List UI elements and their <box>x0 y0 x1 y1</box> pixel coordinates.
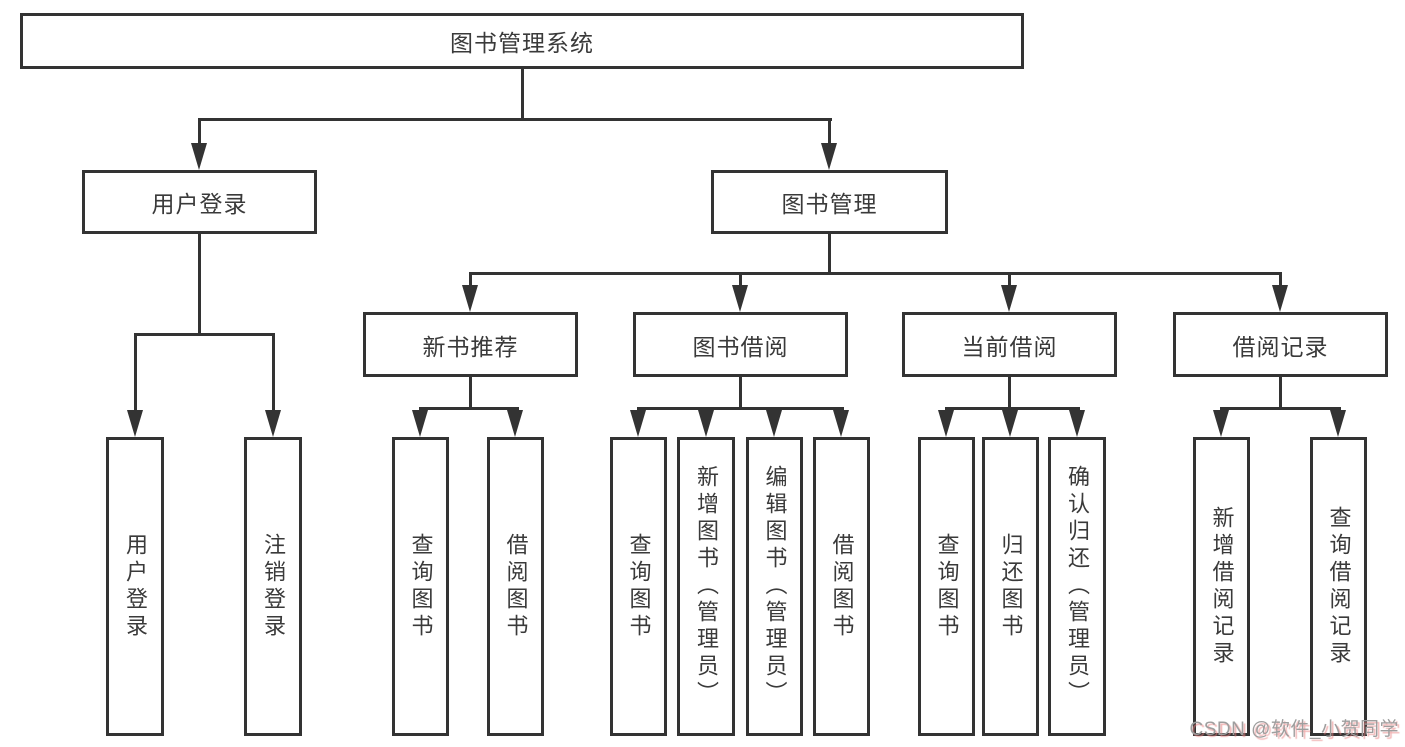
arrowhead-icon <box>1001 285 1017 312</box>
leaf-label: 用户登录 <box>123 532 148 641</box>
leaf-query-borrowing-record: 查询借阅记录 <box>1310 437 1367 736</box>
node-current-borrowing: 当前借阅 <box>902 312 1117 377</box>
leaf-label: 注销登录 <box>261 532 286 641</box>
arrowhead-icon <box>507 410 523 437</box>
leaf-user-login: 用户登录 <box>106 437 164 736</box>
arrowhead-icon <box>766 410 782 437</box>
leaf-label: 确认归还（管理员） <box>1065 465 1090 708</box>
leaf-label: 新增借阅记录 <box>1209 505 1235 668</box>
leaf-edit-books-admin: 编辑图书（管理员） <box>746 437 803 736</box>
node-root-library-management-system: 图书管理系统 <box>20 13 1024 69</box>
leaf-query-books-borrowing: 查询图书 <box>610 437 667 736</box>
leaf-borrow-books: 借阅图书 <box>813 437 870 736</box>
connector-line <box>134 333 275 336</box>
connector-line <box>1220 407 1341 410</box>
connector-line <box>1279 272 1282 288</box>
leaf-label: 编辑图书（管理员） <box>762 465 788 708</box>
arrowhead-icon <box>412 410 428 437</box>
arrowhead-icon <box>1002 410 1018 437</box>
arrowhead-icon <box>698 410 714 437</box>
node-new-book-recommendation: 新书推荐 <box>363 312 578 377</box>
arrowhead-icon <box>833 410 849 437</box>
node-user-login: 用户登录 <box>82 170 317 234</box>
node-book-borrowing: 图书借阅 <box>633 312 848 377</box>
leaf-logout: 注销登录 <box>244 437 302 736</box>
connector-line <box>469 272 1282 275</box>
connector-line <box>945 407 1080 410</box>
connector-line <box>828 234 831 275</box>
connector-line <box>828 118 831 146</box>
leaf-label: 归还图书 <box>998 532 1024 641</box>
connector-line <box>739 377 742 408</box>
leaf-label: 新增图书（管理员） <box>694 465 719 708</box>
connector-line <box>198 118 201 146</box>
connector-line <box>521 69 524 118</box>
arrowhead-icon <box>938 410 954 437</box>
leaf-return-books: 归还图书 <box>982 437 1039 736</box>
connector-line <box>272 333 275 412</box>
leaf-label: 查询图书 <box>408 532 434 641</box>
arrowhead-icon <box>1213 410 1229 437</box>
node-book-management: 图书管理 <box>711 170 948 234</box>
connector-line <box>739 272 742 288</box>
leaf-query-books-current: 查询图书 <box>918 437 975 736</box>
connector-line <box>419 407 519 410</box>
node-borrowing-records: 借阅记录 <box>1173 312 1388 377</box>
connector-line <box>637 407 844 410</box>
arrowhead-icon <box>127 410 143 437</box>
csdn-watermark: CSDN @软件_小贺同学 <box>1189 719 1399 740</box>
leaf-label: 查询图书 <box>626 532 652 641</box>
leaf-confirm-return-admin: 确认归还（管理员） <box>1048 437 1106 736</box>
leaf-add-borrowing-record: 新增借阅记录 <box>1193 437 1250 736</box>
leaf-query-books-recommendation: 查询图书 <box>392 437 449 736</box>
arrowhead-icon <box>191 143 207 170</box>
arrowhead-icon <box>1069 410 1085 437</box>
arrowhead-icon <box>462 285 478 312</box>
connector-line <box>134 333 137 412</box>
connector-line <box>1008 377 1011 408</box>
arrowhead-icon <box>630 410 646 437</box>
leaf-label: 查询图书 <box>934 532 960 641</box>
connector-line <box>198 234 201 333</box>
connector-line <box>469 377 472 408</box>
arrowhead-icon <box>1272 285 1288 312</box>
arrowhead-icon <box>1330 410 1346 437</box>
leaf-label: 借阅图书 <box>503 532 529 641</box>
arrowhead-icon <box>821 143 837 170</box>
arrowhead-icon <box>732 285 748 312</box>
leaf-add-books-admin: 新增图书（管理员） <box>677 437 735 736</box>
connector-line <box>469 272 472 288</box>
connector-line <box>1008 272 1011 288</box>
connector-line <box>198 118 832 121</box>
arrowhead-icon <box>265 410 281 437</box>
connector-line <box>1279 377 1282 408</box>
leaf-label: 查询借阅记录 <box>1326 505 1352 668</box>
leaf-borrow-books-recommendation: 借阅图书 <box>487 437 544 736</box>
leaf-label: 借阅图书 <box>829 532 855 641</box>
